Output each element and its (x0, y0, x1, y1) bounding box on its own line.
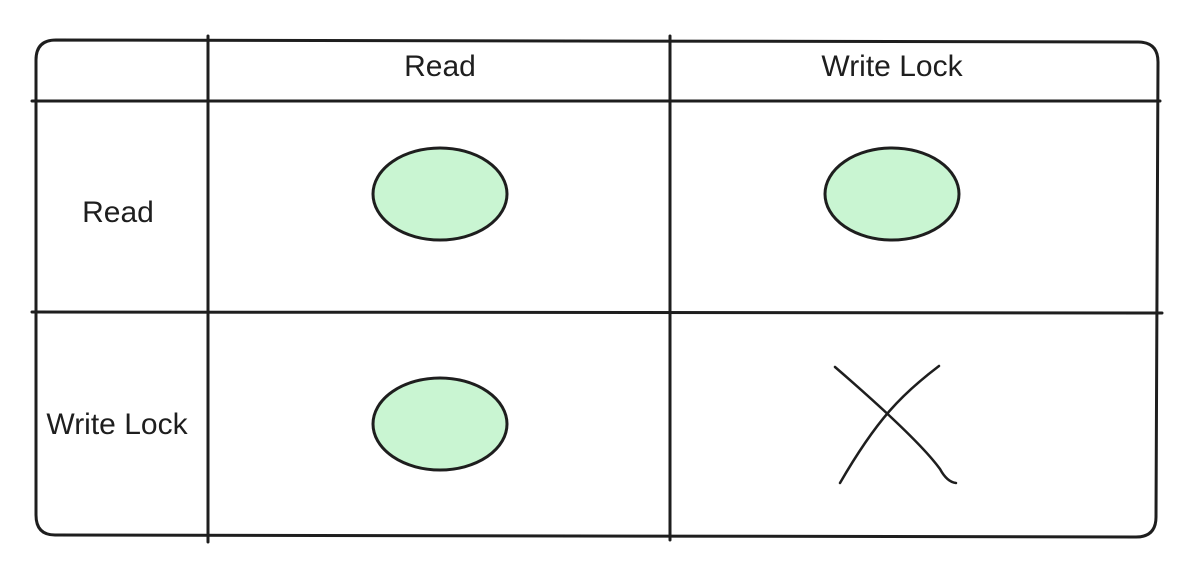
green-ellipse-icon (371, 146, 509, 242)
column-header-read: Read (404, 50, 476, 83)
row-header-write-lock: Write Lock (46, 408, 188, 441)
cell-write-lock-read (371, 376, 509, 472)
table-border (34, 38, 1160, 539)
row-header-read: Read (82, 196, 154, 229)
cell-write-lock-write-lock (833, 364, 958, 485)
green-ellipse-icon (371, 376, 509, 472)
green-ellipse-icon (823, 146, 961, 242)
cell-read-read (371, 146, 509, 242)
row-divider-2 (30, 310, 1164, 315)
x-cross-icon (833, 364, 958, 485)
cell-read-write-lock (823, 146, 961, 242)
column-header-write-lock: Write Lock (821, 50, 963, 83)
